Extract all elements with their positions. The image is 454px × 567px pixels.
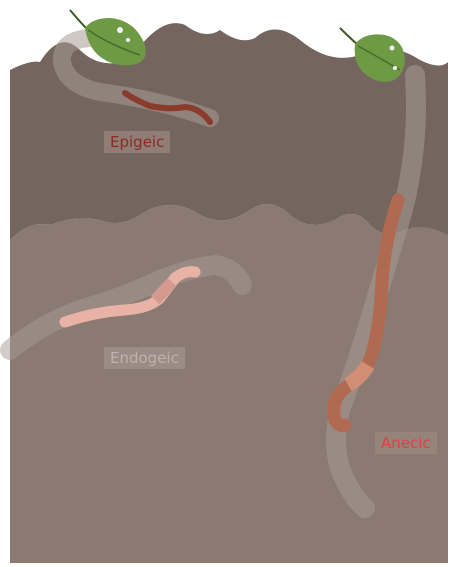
anecic-label: Anecic <box>375 432 437 454</box>
left-margin <box>0 60 10 563</box>
endogeic-label: Endogeic <box>104 347 185 369</box>
epigeic-label: Epigeic <box>104 131 170 153</box>
